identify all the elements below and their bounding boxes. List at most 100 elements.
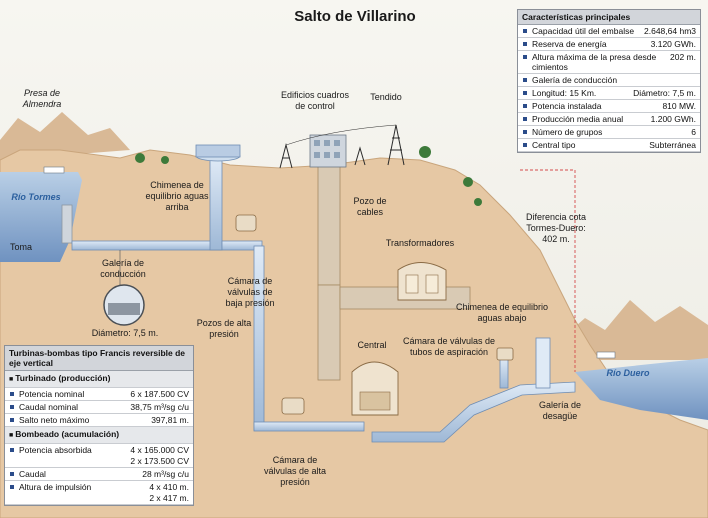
label-rio-tormes: Río Tormes — [11, 192, 61, 202]
dam — [61, 204, 73, 244]
label-camara-tubos: Cámara de válvulas de tubos de aspiració… — [402, 336, 496, 357]
window — [334, 140, 340, 146]
row-value: Diámetro: 7,5 m. — [633, 88, 696, 98]
label-rio-duero: Río Duero — [606, 368, 650, 378]
row-value: 810 MW. — [662, 101, 696, 111]
boat-duero — [596, 351, 616, 359]
bombeado-header: Bombeado (acumulación) — [5, 427, 193, 444]
high-pressure-gallery — [253, 421, 365, 432]
turbines-header: Turbinas-bombas tipo Francis reversible … — [5, 346, 193, 371]
pylon-3 — [354, 146, 366, 166]
label-camara-alta: Cámara de válvulas de alta presión — [263, 455, 327, 487]
upstream-surge-shaft — [209, 157, 223, 251]
label-central: Central — [357, 340, 387, 350]
window — [324, 140, 330, 146]
row-value: 6 x 187.500 CV — [130, 389, 189, 399]
row-value: 6 — [691, 127, 696, 137]
turbine-unit — [359, 391, 391, 411]
river-duero — [575, 358, 708, 420]
gallery-to-valves — [221, 240, 263, 251]
row-key: Potencia absorbida — [9, 445, 92, 455]
table-row: Galería de conducción — [518, 74, 700, 87]
label-camara-baja: Cámara de válvulas de baja presión — [225, 276, 275, 308]
label-chimenea-arriba: Chimenea de equilibrio aguas arriba — [145, 180, 209, 212]
row-key: Galería de conducción — [522, 75, 617, 85]
mountains-right — [560, 300, 708, 360]
window — [324, 152, 330, 158]
table-row: Capacidad útil del embalse 2.648,64 hm3 — [518, 25, 700, 38]
transformer-1 — [405, 274, 419, 294]
row-value: 397,81 m. — [151, 415, 189, 425]
row-value: 28 m³/sg c/u — [142, 469, 189, 479]
elevation-line — [520, 169, 576, 372]
transformer-cavern — [397, 262, 447, 301]
label-edificios: Edificios cuadros de control — [280, 90, 350, 111]
cross-section-floor — [108, 303, 140, 315]
tree — [135, 153, 145, 163]
tree — [463, 177, 473, 187]
row-key: Longitud: 15 Km. — [522, 88, 596, 98]
row-value-extra: 2 x 417 m. — [5, 493, 193, 505]
window — [314, 152, 320, 158]
row-value: 2.648,64 hm3 — [644, 26, 696, 36]
control-building — [309, 134, 347, 168]
draft-tube-valve-chamber — [496, 347, 514, 361]
row-value: Subterránea — [649, 140, 696, 150]
table-row: Longitud: 15 Km. Diámetro: 7,5 m. — [518, 87, 700, 100]
table-row: Número de grupos 6 — [518, 126, 700, 139]
transformer-2 — [425, 274, 439, 294]
row-key: Reserva de energía — [522, 39, 607, 49]
boat-tormes — [43, 166, 65, 174]
row-value-extra: 2 x 173.500 CV — [5, 456, 193, 468]
label-pozos-alta: Pozos de alta presión — [196, 318, 252, 339]
table-row: Central tipo Subterránea — [518, 139, 700, 152]
label-diametro: Diámetro: 7,5 m. — [91, 328, 159, 338]
table-row: Altura de impulsión 4 x 410 m. — [5, 481, 193, 493]
diagram-title: Salto de Villarino — [294, 8, 416, 25]
power-line — [285, 124, 397, 146]
label-pozo-cables: Pozo de cables — [353, 196, 387, 217]
row-key: Salto neto máximo — [9, 415, 89, 425]
table-row: Potencia nominal 6 x 187.500 CV — [5, 388, 193, 401]
table-row: Potencia absorbida 4 x 165.000 CV — [5, 444, 193, 456]
characteristics-panel: Características principales Capacidad út… — [517, 9, 701, 153]
row-key: Central tipo — [522, 140, 575, 150]
row-key: Altura máxima de la presa desde cimiento… — [522, 52, 670, 72]
row-value: 202 m. — [670, 52, 696, 62]
row-value: 38,75 m³/sg c/u — [130, 402, 189, 412]
downstream-surge-shaft — [535, 337, 551, 389]
tree — [419, 146, 431, 158]
label-tendido: Tendido — [370, 92, 402, 102]
cable-shaft — [317, 164, 341, 286]
tree — [161, 156, 169, 164]
row-key: Altura de impulsión — [9, 482, 91, 492]
row-value: 4 x 165.000 CV — [130, 445, 189, 455]
draft-tube-shaft — [499, 357, 509, 389]
label-chimenea-abajo: Chimenea de equilibrio aguas abajo — [455, 302, 549, 323]
label-galeria-desague: Galería de desagüe — [538, 400, 582, 421]
row-key: Potencia nominal — [9, 389, 84, 399]
row-value: 1.200 GWh. — [650, 114, 696, 124]
tailrace-gallery — [371, 381, 576, 443]
characteristics-header: Características principales — [518, 10, 700, 25]
table-row: Altura máxima de la presa desde cimiento… — [518, 51, 700, 74]
mountains-left — [0, 112, 130, 160]
label-diferencia-cota: Diferencia cota Tormes-Duero: 402 m. — [525, 212, 587, 244]
row-key: Capacidad útil del embalse — [522, 26, 634, 36]
conduction-gallery — [71, 240, 223, 251]
label-galeria-conduccion: Galería de conducción — [100, 258, 146, 279]
row-key: Número de grupos — [522, 127, 602, 137]
reservoir-tormes — [0, 172, 82, 262]
row-value: 4 x 410 m. — [149, 482, 189, 492]
turbines-panel: Turbinas-bombas tipo Francis reversible … — [4, 345, 194, 506]
window — [334, 152, 340, 158]
surge-tank — [195, 144, 241, 158]
